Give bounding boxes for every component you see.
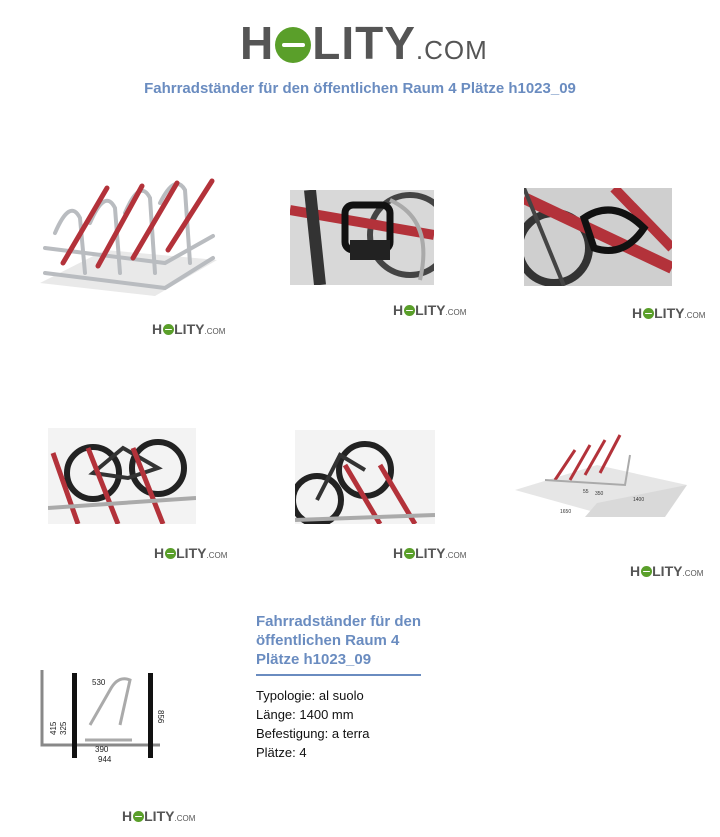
product-title-line: Plätze h1023_09 <box>256 651 372 668</box>
dim-height: 856 <box>156 710 165 724</box>
logo-h: H <box>240 17 275 69</box>
spec-typology: Typologie: al suolo <box>256 688 364 703</box>
logo-o-icon <box>403 548 415 559</box>
product-title-line: öffentlichen Raum 4 <box>256 632 400 649</box>
spec-length: Länge: 1400 mm <box>256 707 354 722</box>
logo-com: .COM <box>415 35 488 65</box>
plan-label-a: 1650 <box>560 509 571 515</box>
spec-fixing: Befestigung: a terra <box>256 726 370 741</box>
product-title: Fahrradständer für den öffentlichen Raum… <box>256 612 456 669</box>
product-title-line: Fahrradständer für den <box>256 613 422 630</box>
side-view-drawing: 530 390 944 856 415 325 <box>40 670 165 764</box>
product-image-bikes-rack-1[interactable] <box>48 428 196 524</box>
product-image-plan[interactable]: 1650 1400 350 55 <box>515 425 687 517</box>
logo-lity: LITY <box>312 17 416 69</box>
technical-drawing[interactable]: 530 390 944 856 415 325 <box>40 665 170 765</box>
dim-top-width: 530 <box>92 678 106 687</box>
lock-photo <box>290 190 434 285</box>
title-divider <box>256 674 421 676</box>
product-specs: Typologie: al suolo Länge: 1400 mm Befes… <box>256 686 369 762</box>
bike-photo <box>295 430 435 524</box>
logo-o-icon <box>403 305 415 316</box>
rack-illustration <box>40 178 217 296</box>
spec-places: Plätze: 4 <box>256 745 307 760</box>
bikes-photo <box>48 428 196 524</box>
logo-o-icon <box>640 566 652 577</box>
product-image-chain-lock[interactable] <box>524 188 672 286</box>
product-image-lock-detail[interactable] <box>290 190 434 285</box>
logo-o-icon <box>164 548 176 559</box>
plan-label-c: 350 <box>595 491 604 497</box>
product-image-bikes-rack-2[interactable] <box>295 430 435 524</box>
chain-lock-photo <box>524 188 672 286</box>
plan-label-b: 1400 <box>633 497 644 503</box>
logo-o-icon <box>275 27 312 63</box>
plan-drawing: 1650 1400 350 55 <box>515 434 687 517</box>
dim-base-depth: 390 <box>95 745 109 754</box>
holity-logo[interactable]: H LITY.COM <box>240 16 488 70</box>
product-image-rack[interactable] <box>35 178 220 298</box>
dim-lower-height: 415 <box>49 721 58 735</box>
plan-label-d: 55 <box>583 489 589 495</box>
logo-o-icon <box>162 324 174 335</box>
page-title: Fahrradständer für den öffentlichen Raum… <box>144 80 576 97</box>
dim-mid-height: 325 <box>59 721 68 735</box>
logo-o-icon <box>642 308 654 319</box>
logo-o-icon <box>132 811 144 822</box>
dim-total-depth: 944 <box>98 755 112 764</box>
